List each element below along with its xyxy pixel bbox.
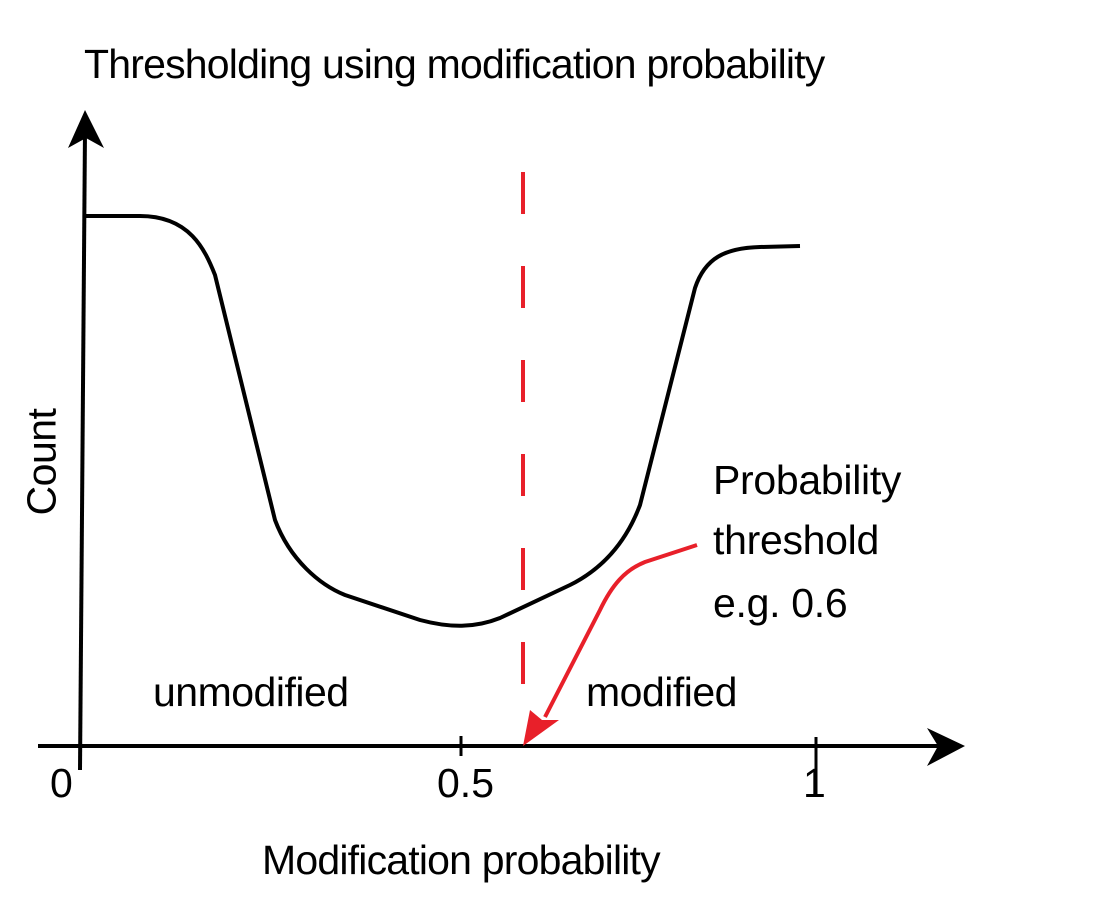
- annotation-arrowhead-icon: [523, 710, 559, 746]
- region-label-modified: modified: [586, 669, 737, 715]
- y-axis: [78, 129, 87, 771]
- annotation-line-2: threshold: [713, 517, 879, 563]
- annotation-line-3: e.g. 0.6: [713, 580, 848, 626]
- chart-title: Thresholding using modification probabil…: [84, 41, 825, 87]
- x-axis-arrow-icon: [927, 728, 965, 766]
- y-axis-label: Count: [18, 408, 65, 516]
- x-tick-label-0: 0: [50, 760, 73, 806]
- x-tick-label-1: 1: [803, 760, 826, 806]
- count-curve: [84, 214, 801, 628]
- y-axis-arrow-icon: [68, 110, 104, 148]
- annotation-line-1: Probability: [713, 457, 902, 503]
- x-tick-label-0.5: 0.5: [437, 760, 494, 806]
- region-label-unmodified: unmodified: [153, 669, 349, 715]
- x-axis-label: Modification probability: [262, 837, 661, 883]
- annotation-arrow: [543, 543, 698, 718]
